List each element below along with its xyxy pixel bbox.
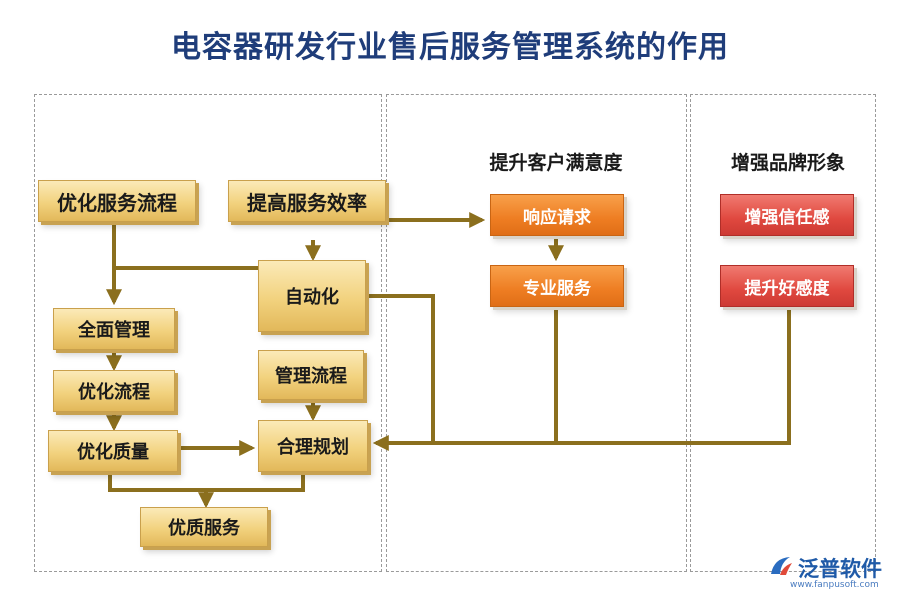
automation-box: 自动化 [258, 260, 366, 332]
response-request-box: 响应请求 [490, 194, 624, 236]
improve-service-efficiency-box: 提高服务效率 [228, 180, 386, 222]
line-merge-quality-service [108, 472, 305, 492]
quality-service-box: 优质服务 [140, 507, 268, 547]
optimize-service-process-box: 优化服务流程 [38, 180, 196, 222]
optimize-process-box: 优化流程 [53, 370, 175, 412]
brand-image-heading: 增强品牌形象 [730, 152, 845, 174]
page-title: 电容器研发行业售后服务管理系统的作用 [171, 30, 729, 65]
enhance-trust-box: 增强信任感 [720, 194, 854, 236]
line-goodwill-feedback [372, 310, 791, 451]
fanpu-logo: 泛普软件 [768, 553, 882, 583]
improve-goodwill-box: 提升好感度 [720, 265, 854, 307]
left-panel [34, 94, 382, 572]
line-automation-feedback [366, 294, 435, 443]
rational-planning-box: 合理规划 [258, 420, 368, 472]
full-management-box: 全面管理 [53, 308, 175, 350]
optimize-quality-box: 优化质量 [48, 430, 178, 472]
logo-url: www.fanpusoft.com [790, 580, 879, 590]
management-process-box: 管理流程 [258, 350, 364, 400]
logo-mark-icon [768, 554, 794, 582]
professional-service-box: 专业服务 [490, 265, 624, 307]
customer-satisfaction-heading: 提升客户满意度 [489, 152, 623, 174]
logo-name: 泛普软件 [798, 557, 882, 581]
middle-panel [386, 94, 687, 572]
